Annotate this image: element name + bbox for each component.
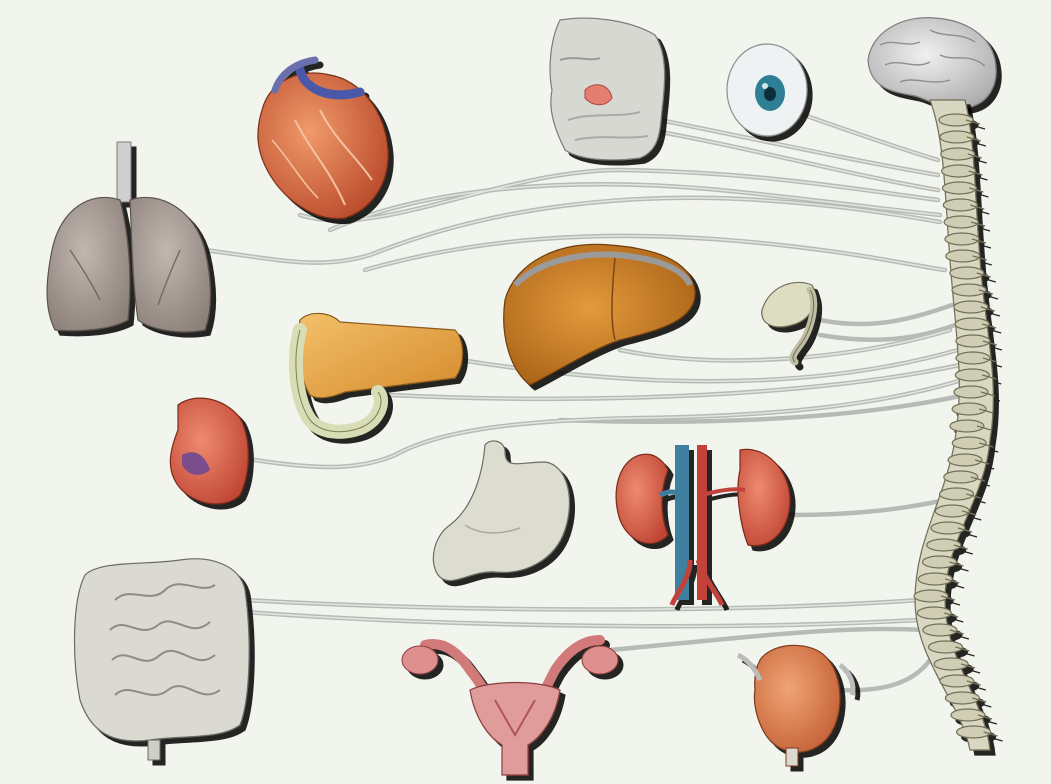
bladder-icon <box>738 645 853 766</box>
head-glands-icon <box>550 18 665 160</box>
liver-icon <box>504 244 695 385</box>
uterus-icon <box>402 640 618 775</box>
eye-icon <box>727 44 807 136</box>
spleen-icon <box>170 398 248 504</box>
brain-icon <box>868 18 996 109</box>
gallbladder-icon <box>762 282 815 362</box>
heart-icon <box>258 60 388 218</box>
nerve-to-gallbladder <box>820 325 955 340</box>
kidneys-icon <box>616 445 790 605</box>
nerve-to-uterus <box>610 629 922 650</box>
pancreas-icon <box>296 313 463 431</box>
nerve-to-liver <box>620 330 950 360</box>
stomach-icon <box>433 441 569 581</box>
nerve-to-gallbladder <box>820 305 952 324</box>
nerve-to-kidneys <box>790 500 945 515</box>
intestines-icon <box>75 559 250 760</box>
lungs-icon <box>47 142 211 332</box>
